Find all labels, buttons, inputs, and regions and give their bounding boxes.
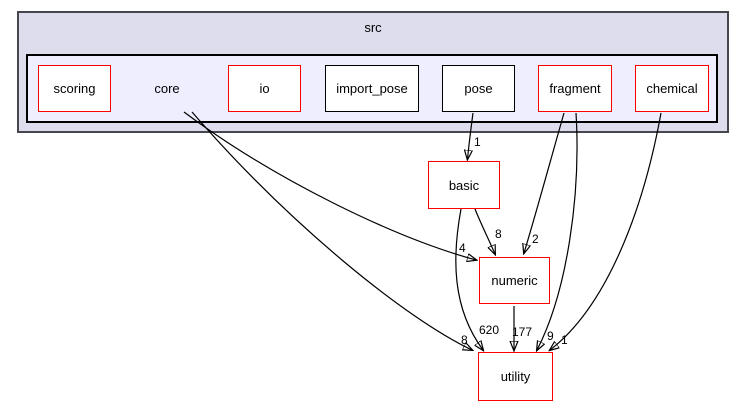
node-io[interactable]: io xyxy=(228,65,301,112)
node-core[interactable]: core xyxy=(154,81,180,96)
edge-fragment-utility xyxy=(537,112,578,350)
node-chemical[interactable]: chemical xyxy=(635,65,709,112)
edge-basic-numeric xyxy=(474,208,495,254)
node-fragment[interactable]: fragment xyxy=(538,65,612,112)
edge-core-utility xyxy=(191,111,472,350)
node-import-pose[interactable]: import_pose xyxy=(325,65,419,112)
edge-chemical-utility xyxy=(550,112,662,350)
cluster-src-label: src xyxy=(364,20,382,35)
node-pose[interactable]: pose xyxy=(442,65,515,112)
edge-label-basic-utility: 620 xyxy=(479,323,500,337)
node-utility[interactable]: utility xyxy=(478,352,553,401)
edge-label-core-numeric: 4 xyxy=(459,241,466,255)
node-numeric[interactable]: numeric xyxy=(479,257,550,304)
edge-label-numeric-utility: 177 xyxy=(512,325,533,339)
edge-label-basic-numeric: 8 xyxy=(495,227,502,241)
edge-label-core-utility: 8 xyxy=(461,333,468,347)
edge-label-chemical-utility: 1 xyxy=(561,333,568,347)
edge-label-fragment-utility: 9 xyxy=(547,329,554,343)
node-basic[interactable]: basic xyxy=(428,161,500,209)
edge-label-pose-basic: 1 xyxy=(474,135,481,149)
edge-label-fragment-numeric: 2 xyxy=(532,232,539,246)
node-scoring[interactable]: scoring xyxy=(38,65,111,112)
edge-fragment-numeric xyxy=(524,112,565,253)
